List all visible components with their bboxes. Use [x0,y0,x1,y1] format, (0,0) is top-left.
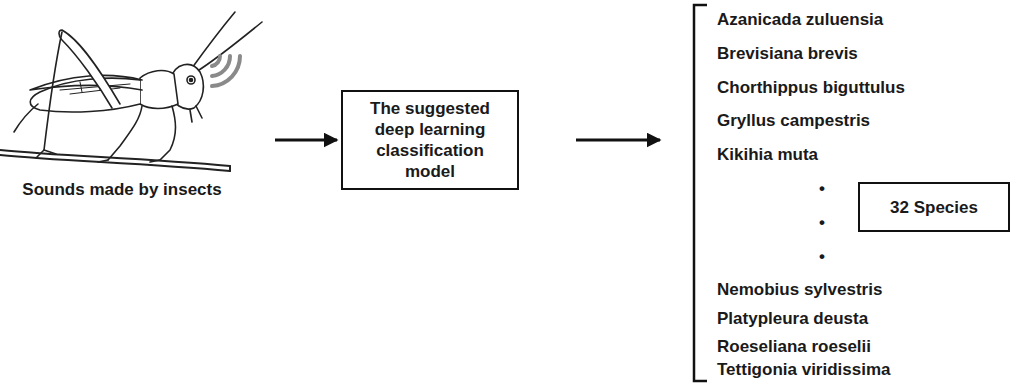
species-name: Nemobius sylvestris [717,280,882,300]
species-name: Platypleura deusta [717,309,868,329]
flow-arrow [576,139,660,142]
box-text: The suggested deep learning classificati… [351,98,509,182]
ellipsis-dot: • [819,213,825,233]
process-box: The suggested deep learning classificati… [341,90,519,190]
insect-illustration [0,12,262,171]
ellipsis-dot: • [819,247,825,267]
species-name: Azanicada zuluensia [717,10,883,30]
species-name: Chorthippus biguttulus [717,78,905,98]
species-name: Brevisiana brevis [717,44,858,64]
box-text: 32 Species [868,197,1000,218]
sound-waves [212,56,240,86]
input-caption: Sounds made by insects [22,180,221,200]
ellipsis-dot: • [819,179,825,199]
flow-arrow [275,139,337,142]
species-name: Roeseliana roeselii [717,337,871,357]
bracket [694,5,707,381]
result-box: 32 Species [858,182,1010,232]
species-name: Tettigonia viridissima [717,360,891,380]
species-name: Gryllus campestris [717,111,870,131]
species-name: Kikihia muta [717,145,818,165]
